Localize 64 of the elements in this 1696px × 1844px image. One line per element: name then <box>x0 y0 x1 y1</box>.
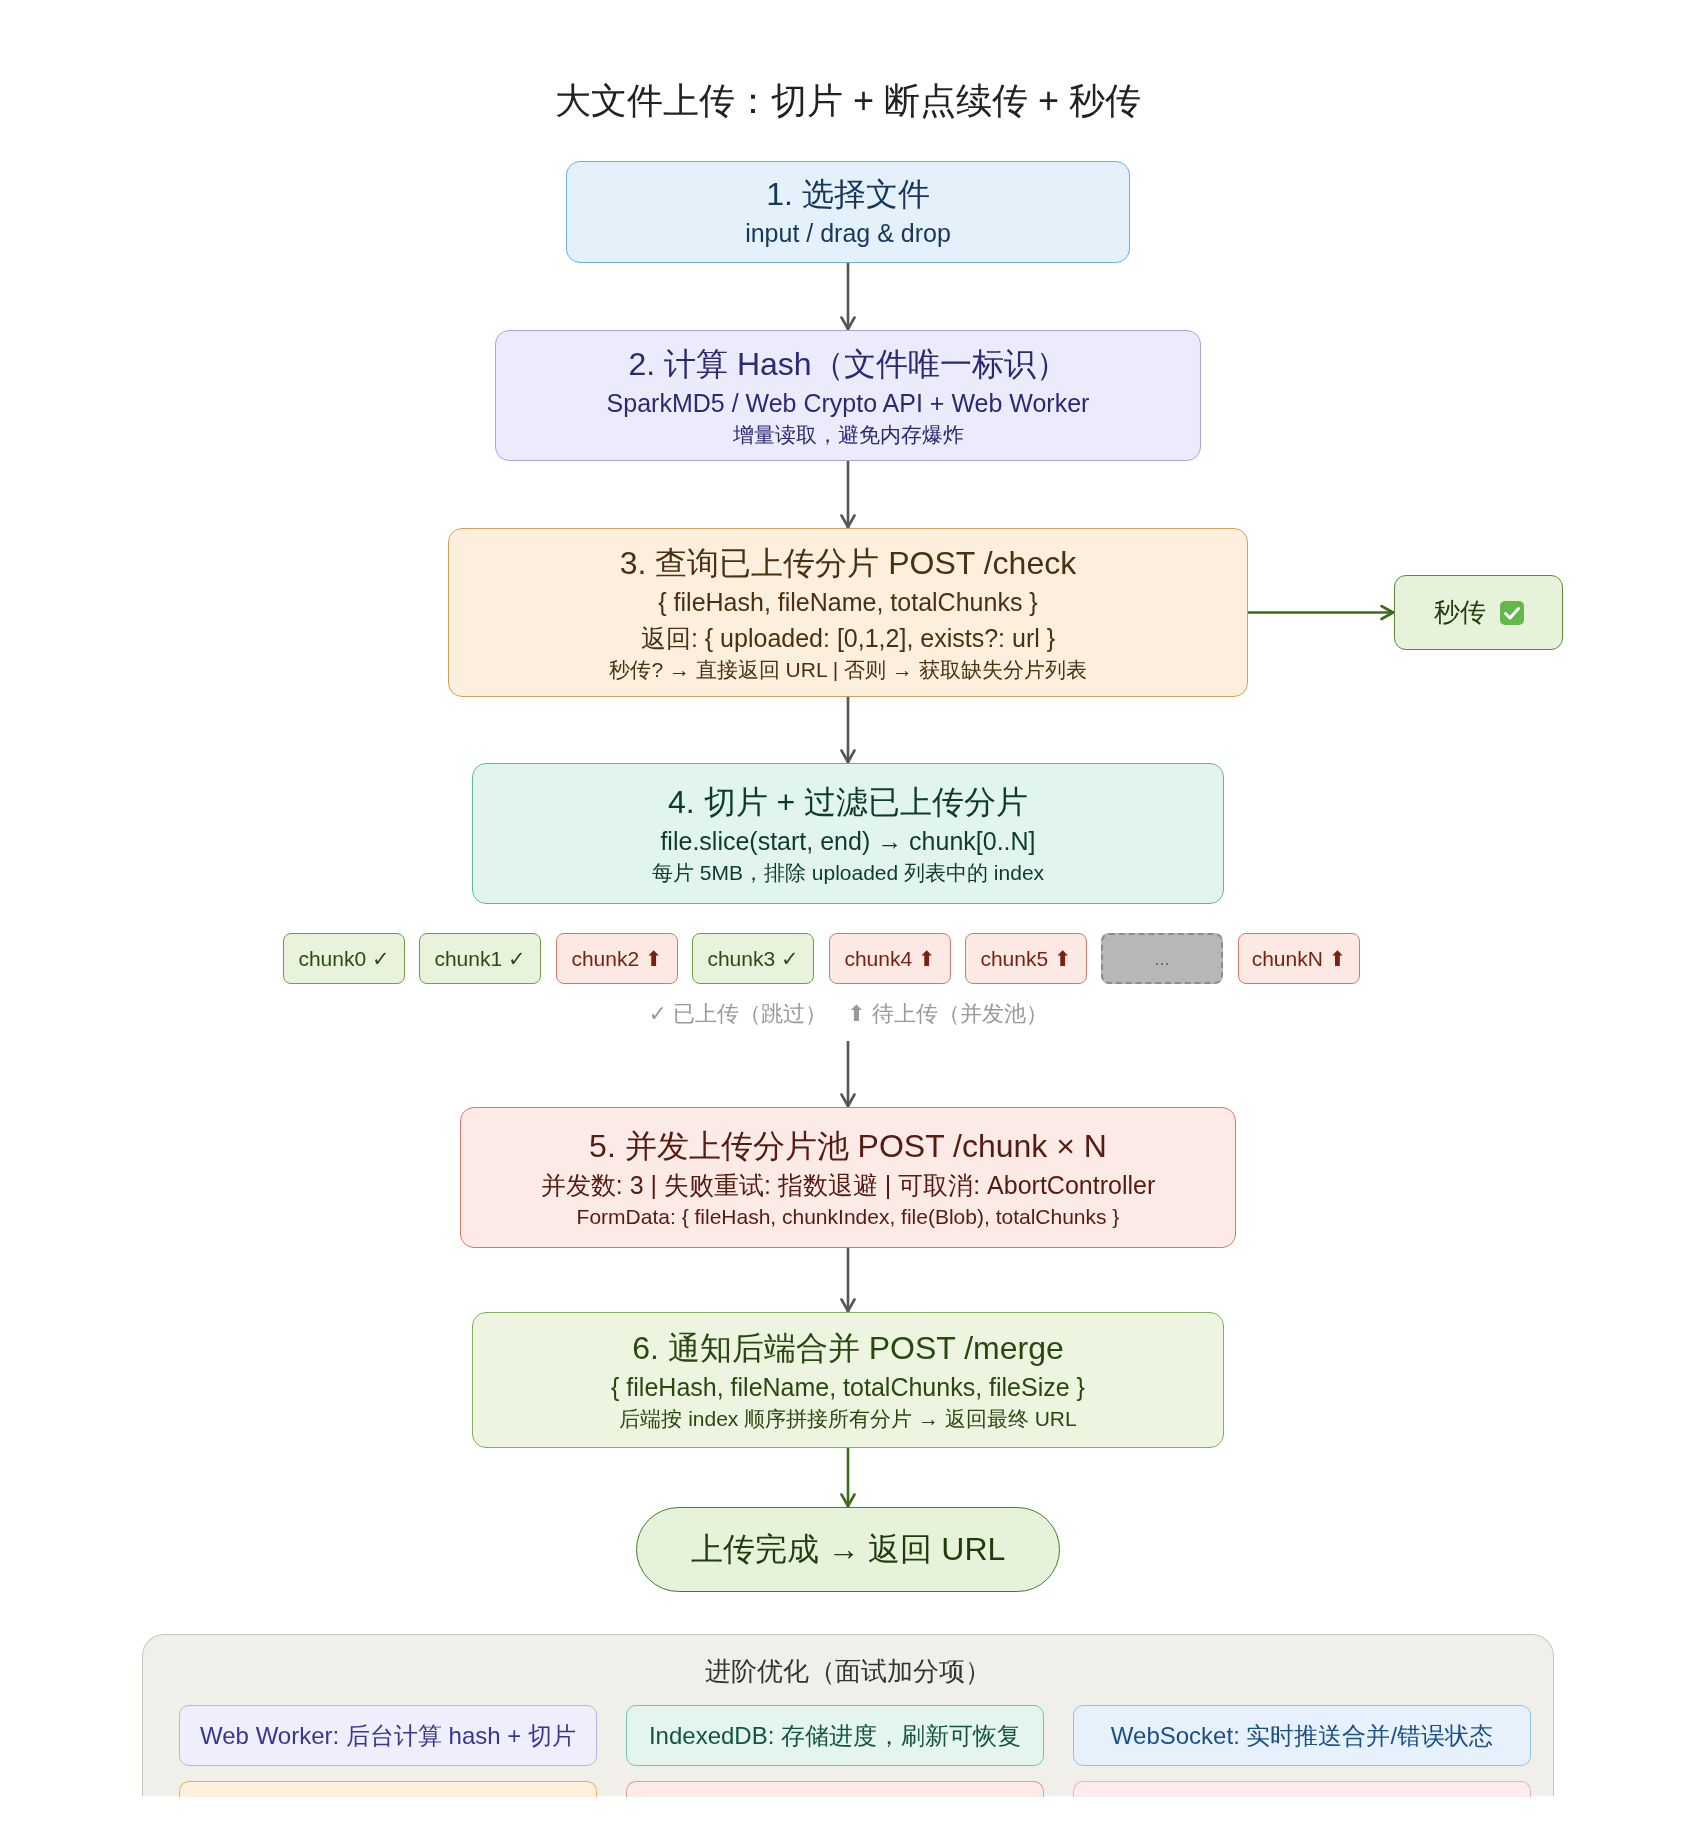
chunk-label: chunk1 ✓ <box>434 945 526 972</box>
tip-text: IndexedDB: 存储进度，刷新可恢复 <box>648 1720 1022 1751</box>
node-label: 上传完成 → 返回 URL <box>690 1530 1006 1569</box>
chunk-label: chunk4 ⬆ <box>844 945 936 972</box>
node-label: 秒传 <box>1433 596 1486 629</box>
step-detail: input / drag & drop <box>745 218 951 249</box>
step-detail: { fileHash, fileName, totalChunks, fileSize } <box>611 1372 1085 1403</box>
chunk-label: chunk5 ⬆ <box>980 945 1072 972</box>
step-detail: { fileHash, fileName, totalChunks } <box>658 586 1038 618</box>
step-title: 6. 通知后端合并 POST /merge <box>632 1329 1064 1368</box>
arrow <box>840 697 856 764</box>
tip-card <box>626 1781 1044 1797</box>
arrow <box>1248 604 1395 621</box>
tip-card <box>179 1705 597 1766</box>
process-box <box>460 1107 1236 1248</box>
arrow <box>840 1041 856 1108</box>
process-box <box>495 330 1201 461</box>
tip-card <box>1073 1705 1531 1766</box>
process-box <box>472 1312 1224 1448</box>
panel-title: 进阶优化（面试加分项） <box>705 1656 991 1686</box>
tip-card <box>1073 1781 1531 1797</box>
chunk-tile <box>965 933 1087 984</box>
step-title: 1. 选择文件 <box>766 175 930 214</box>
chunk-tile <box>1238 933 1360 984</box>
result-box <box>1394 575 1563 650</box>
process-box <box>472 763 1224 904</box>
step-title: 4. 切片 + 过滤已上传分片 <box>667 782 1028 822</box>
chunk-tile <box>419 933 541 984</box>
arrow <box>840 1248 856 1313</box>
process-box <box>448 528 1248 697</box>
legend-text: ✓ 已上传（跳过） <box>648 1000 827 1028</box>
placeholder-tile <box>1101 933 1223 984</box>
chunk-tile <box>692 933 814 984</box>
process-box <box>566 161 1130 263</box>
chunk-tile <box>283 933 405 984</box>
tip-card <box>179 1781 597 1797</box>
step-detail: 并发数: 3 | 失败重试: 指数退避 | 可取消: AbortController <box>540 1169 1156 1201</box>
chunk-label: chunk2 ⬆ <box>571 945 663 972</box>
chunk-label: chunkN ⬆ <box>1251 945 1347 972</box>
chunk-tile <box>556 933 678 984</box>
step-detail: 每片 5MB，排除 uploaded 列表中的 index <box>651 859 1045 886</box>
step-detail: 后端按 index 顺序拼接所有分片 → 返回最终 URL <box>619 1406 1077 1432</box>
arrow <box>840 263 856 331</box>
step-detail: 秒传? → 直接返回 URL | 否则 → 获取缺失分片列表 <box>609 656 1087 683</box>
tip-text: Web Worker: 后台计算 hash + 切片 <box>200 1720 576 1751</box>
chunk-label: chunk3 ✓ <box>707 945 799 972</box>
step-detail: file.slice(start, end) → chunk[0..N] <box>660 825 1036 857</box>
chunk-label: chunk0 ✓ <box>298 945 390 972</box>
step-title: 5. 并发上传分片池 POST /chunk × N <box>589 1126 1107 1166</box>
legend-text: ⬆ 待上传（并发池） <box>847 1000 1048 1028</box>
panel <box>142 1634 1554 1796</box>
step-detail: FormData: { fileHash, chunkIndex, file(Blob), totalChunks } <box>576 1203 1120 1230</box>
tip-text: WebSocket: 实时推送合并/错误状态 <box>1110 1720 1494 1751</box>
arrow <box>840 1448 856 1508</box>
step-detail: SparkMD5 / Web Crypto API + Web Worker <box>606 387 1090 419</box>
step-detail: 增量读取，避免内存爆炸 <box>732 421 964 448</box>
chunk-label: ... <box>1154 947 1170 971</box>
chunk-tile <box>829 933 951 984</box>
step-title: 3. 查询已上传分片 POST /check <box>619 543 1077 583</box>
diagram-title: 大文件上传：切片 + 断点续传 + 秒传 <box>554 80 1142 121</box>
step-title: 2. 计算 Hash（文件唯一标识） <box>628 344 1068 384</box>
tip-card <box>626 1705 1044 1766</box>
arrow <box>840 461 856 529</box>
step-detail: 返回: { uploaded: [0,1,2], exists?: url } <box>640 622 1056 654</box>
